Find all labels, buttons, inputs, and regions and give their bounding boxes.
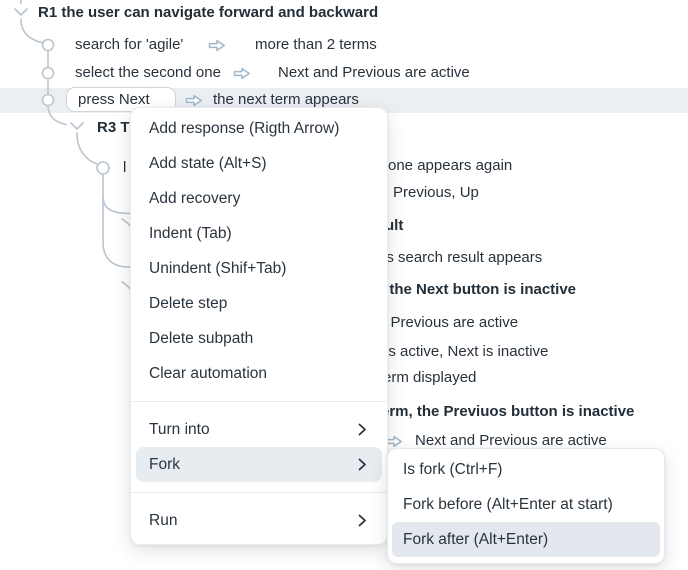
submenu-item-fork-after[interactable]: Fork after (Alt+Enter)	[392, 522, 660, 557]
occluded-text: l Previous are active	[383, 314, 519, 331]
submenu-chevron-icon	[358, 458, 366, 471]
menu-item-run[interactable]: Run	[131, 503, 387, 538]
submenu-item-fork-before[interactable]: Fork before (Alt+Enter at start)	[403, 495, 613, 513]
menu-separator	[131, 401, 387, 402]
requirement-title-r3[interactable]: R3 T	[97, 119, 130, 136]
fork-submenu: Is fork (Ctrl+F) Fork before (Alt+Enter …	[387, 448, 665, 564]
menu-item-turn-into[interactable]: Turn into	[131, 412, 387, 447]
step-action: press Next	[78, 90, 150, 108]
step-result[interactable]: the next term appears	[213, 91, 359, 108]
step-node-circle[interactable]	[41, 38, 55, 52]
menu-item-indent[interactable]: Indent (Tab)	[149, 224, 232, 242]
occluded-text: Next and Previous are active	[415, 432, 607, 449]
requirement-title-r1[interactable]: R1 the user can navigate forward and bac…	[38, 4, 379, 21]
chevron-down-icon[interactable]	[14, 8, 28, 16]
step-result[interactable]: Next and Previous are active	[278, 64, 470, 81]
step-action[interactable]: search for 'agile'	[75, 36, 184, 53]
menu-item-add-recovery[interactable]: Add recovery	[149, 189, 241, 207]
submenu-chevron-icon	[358, 423, 366, 436]
menu-separator	[131, 492, 387, 493]
occluded-text: is active, Next is inactive	[385, 343, 549, 360]
step-result[interactable]: more than 2 terms	[255, 36, 377, 53]
menu-item-fork[interactable]: Fork	[136, 447, 382, 482]
occluded-text: , the Next button is inactive	[381, 281, 577, 298]
context-menu: Add response (Rigth Arrow) Add state (Al…	[130, 107, 388, 545]
menu-item-unindent[interactable]: Unindent (Shif+Tab)	[149, 259, 287, 277]
occluded-step-fragment: l	[123, 159, 127, 176]
menu-item-clear-automation[interactable]: Clear automation	[149, 364, 268, 382]
response-arrow-icon	[185, 94, 202, 107]
menu-item-delete-step[interactable]: Delete step	[149, 294, 228, 312]
step-node-circle[interactable]	[41, 66, 55, 80]
response-arrow-icon	[208, 39, 225, 52]
occluded-text: erm displayed	[383, 369, 477, 386]
submenu-chevron-icon	[358, 514, 366, 527]
occluded-text: is search result appears	[383, 249, 543, 266]
submenu-item-is-fork[interactable]: Is fork (Ctrl+F)	[403, 460, 503, 478]
chevron-down-icon[interactable]	[70, 122, 84, 130]
occluded-text: erm, the Previuos button is inactive	[381, 403, 635, 420]
occluded-text: ult	[385, 217, 404, 234]
occluded-text: Previous, Up	[393, 184, 479, 201]
step-node-circle[interactable]	[96, 161, 110, 175]
menu-item-delete-subpath[interactable]: Delete subpath	[149, 329, 254, 347]
occluded-text: one appears again	[388, 157, 513, 174]
response-arrow-icon	[233, 67, 250, 80]
step-action[interactable]: select the second one	[75, 64, 221, 81]
menu-item-add-state[interactable]: Add state (Alt+S)	[149, 154, 267, 172]
menu-item-add-response[interactable]: Add response (Rigth Arrow)	[149, 119, 340, 137]
